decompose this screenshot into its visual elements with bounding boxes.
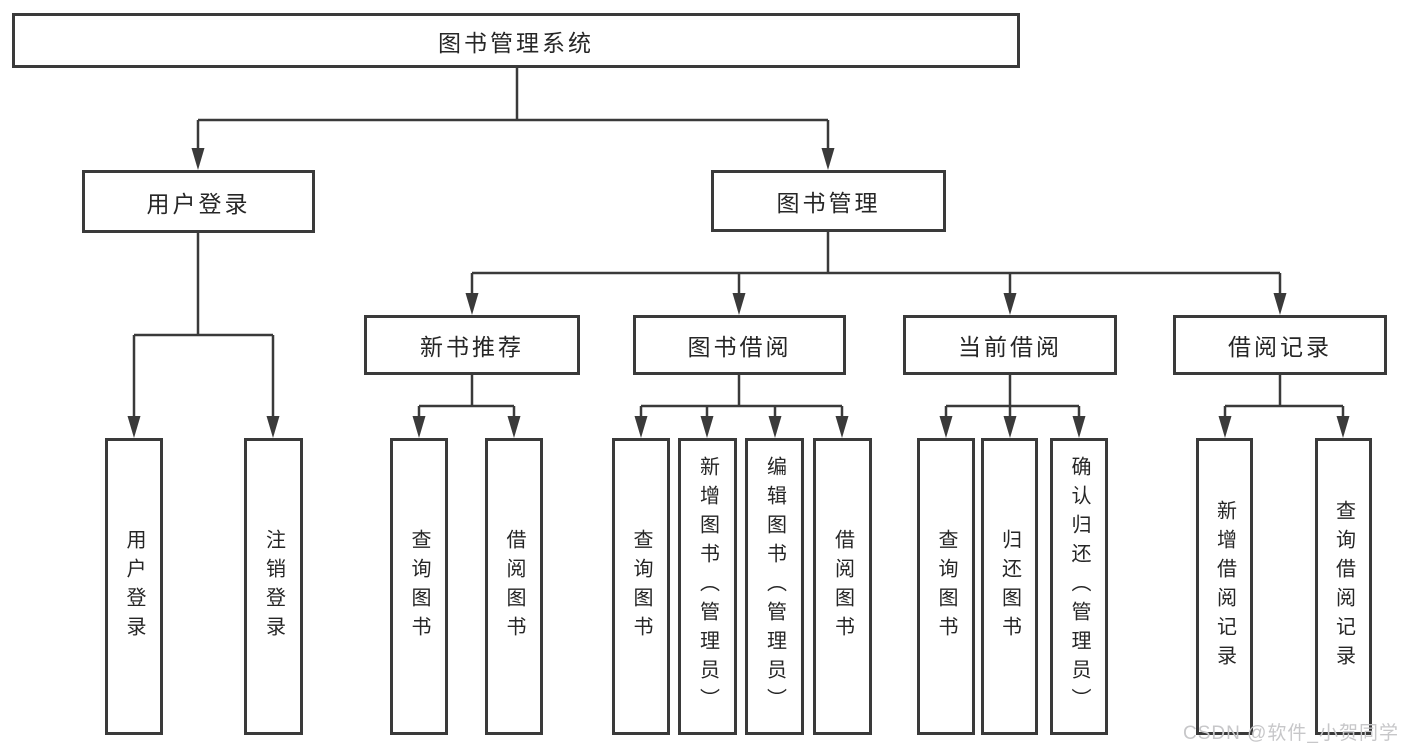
node-user-login: 用户登录: [82, 170, 315, 233]
node-new-book-recommendation: 新书推荐: [364, 315, 580, 375]
node-current-borrowing: 当前借阅: [903, 315, 1117, 375]
node-edit-book-admin: 编辑图书（管理员）: [745, 438, 804, 735]
node-confirm-return-admin: 确认归还（管理员）: [1050, 438, 1108, 735]
node-user-login-leaf: 用户登录: [105, 438, 163, 735]
node-add-book-admin: 新增图书（管理员）: [678, 438, 737, 735]
node-return-book: 归还图书: [981, 438, 1038, 735]
node-borrow-books-recommend: 借阅图书: [485, 438, 543, 735]
node-book-management: 图书管理: [711, 170, 946, 232]
node-query-borrow-record: 查询借阅记录: [1315, 438, 1372, 735]
node-book-borrowing: 图书借阅: [633, 315, 846, 375]
node-query-books-recommend: 查询图书: [390, 438, 448, 735]
node-add-borrow-record: 新增借阅记录: [1196, 438, 1253, 735]
node-query-books-current: 查询图书: [917, 438, 975, 735]
node-borrowing-records: 借阅记录: [1173, 315, 1387, 375]
node-query-books-borrow: 查询图书: [612, 438, 670, 735]
node-borrow-books-leaf: 借阅图书: [813, 438, 872, 735]
arrowheads: [127, 148, 1350, 438]
csdn-watermark: CSDN @软件_小贺同学: [1183, 723, 1399, 744]
node-library-management-system: 图书管理系统: [12, 13, 1020, 68]
node-logout-leaf: 注销登录: [244, 438, 303, 735]
